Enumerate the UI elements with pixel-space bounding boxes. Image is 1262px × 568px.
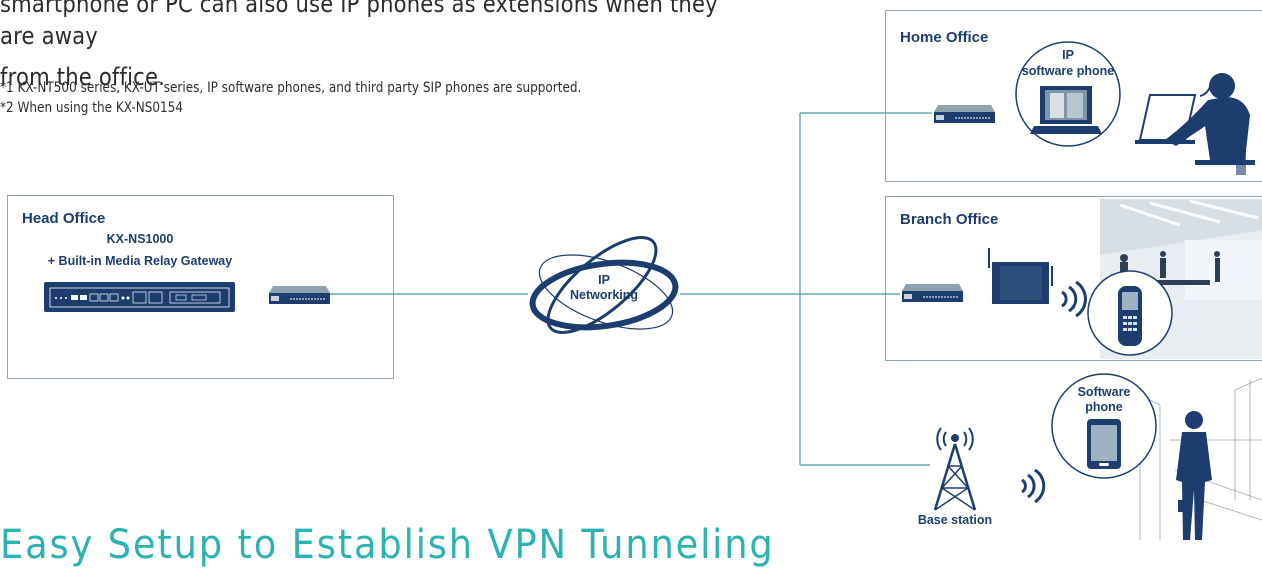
laptop-icon [1030, 86, 1102, 134]
dect-phone-badge [1087, 270, 1173, 356]
home-badge-label-2: software phone [1021, 64, 1115, 78]
intro-line-2: from the office. [0, 63, 166, 91]
ip-software-phone-badge [1015, 41, 1121, 147]
head-office-model: KX-NS1000 [106, 232, 174, 246]
bottom-heading: Easy Setup to Establish VPN Tunneling [0, 522, 775, 568]
smartphone-icon [1087, 419, 1121, 469]
router-icon [902, 284, 963, 302]
home-office-title: Home Office [900, 29, 989, 46]
dect-phone-icon [1118, 286, 1142, 346]
wireless-signal-icon [1021, 468, 1046, 504]
head-office-title: Head Office [22, 210, 106, 227]
ip-network-ring-icon [529, 236, 679, 334]
footnote-1: *1 KX-NT500 series, KX-UT series, IP sof… [0, 80, 582, 96]
connection-lines [330, 112, 932, 466]
businessman-silhouette [1176, 411, 1212, 540]
head-office-feature: + Built-in Media Relay Gateway [47, 254, 233, 268]
software-phone-label-1: Software [1077, 385, 1131, 399]
base-station-tower-icon [933, 427, 977, 511]
footnote-2: *2 When using the KX-NS0154 [0, 100, 184, 116]
wireless-signal-icon [1061, 280, 1087, 318]
home-badge-label-1: IP [1062, 48, 1074, 62]
software-phone-label-2: phone [1085, 400, 1123, 414]
router-icon [934, 105, 995, 123]
intro-text: smartphone or PC can also use IP phones … [0, 0, 722, 93]
branch-office-title: Branch Office [900, 211, 999, 228]
base-unit-icon [988, 248, 1053, 304]
router-icon [269, 286, 330, 304]
network-label-1: IP [598, 273, 610, 287]
office-worker-icon [1135, 73, 1255, 175]
base-station-label: Base station [917, 513, 993, 527]
network-diagram [44, 41, 1262, 540]
software-phone-badge [1051, 373, 1157, 479]
pbx-unit-icon [44, 282, 235, 312]
intro-line-1: smartphone or PC can also use IP phones … [0, 0, 718, 50]
network-label-2: Networking [569, 288, 639, 302]
